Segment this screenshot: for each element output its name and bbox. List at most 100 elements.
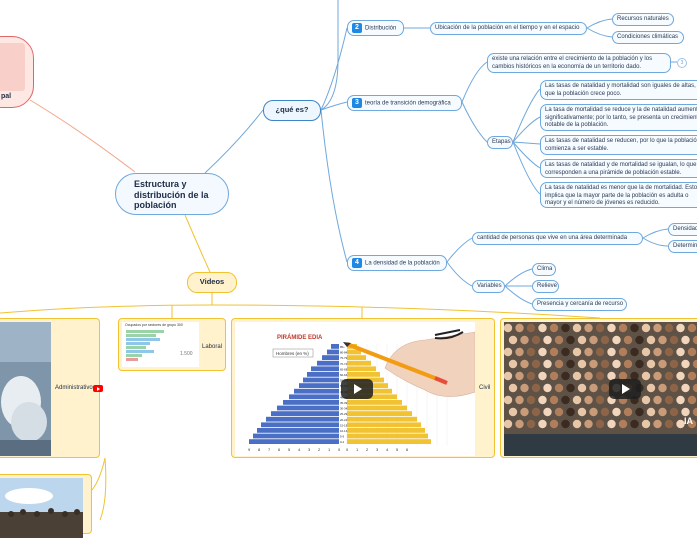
crowd-person xyxy=(561,419,570,429)
crowd-person xyxy=(658,335,667,345)
video-card-crowd[interactable]: IA xyxy=(500,318,697,458)
age-group-label: 30-34 xyxy=(340,407,348,411)
distribucion-child[interactable]: Ubicación de la población en el tiempo y… xyxy=(430,22,587,35)
videos-node[interactable]: Videos xyxy=(187,272,237,293)
video-thumbnail[interactable]: IA xyxy=(504,322,697,456)
etapa-5[interactable]: La tasa de natalidad es menor que la de … xyxy=(540,182,697,208)
thumbnail-title: Ocupados por sectores de grupo 300 xyxy=(125,323,183,327)
crowd-person xyxy=(653,347,662,357)
etapa-2[interactable]: La tasa de mortalidad se reduce y la de … xyxy=(540,104,697,131)
men-bar xyxy=(257,428,339,433)
crowd-person xyxy=(577,359,587,369)
men-bar xyxy=(271,411,339,416)
men-bar xyxy=(317,360,339,366)
women-bar xyxy=(347,422,421,428)
crowd-person xyxy=(577,407,587,417)
video-thumbnail[interactable]: Ocupados por sectores de grupo 300 1.500 xyxy=(122,322,199,367)
crowd-person xyxy=(612,407,621,417)
densidad-child-1[interactable]: Densidad xyxy=(668,223,697,236)
etapas-node[interactable]: Etapas xyxy=(487,136,513,149)
crowd-person xyxy=(566,383,575,393)
crowd-person xyxy=(687,347,697,357)
crowd-person xyxy=(515,323,524,333)
crowd-person xyxy=(526,419,536,429)
crowd-person xyxy=(653,395,662,405)
youtube-icon[interactable] xyxy=(93,385,103,392)
crowd-person xyxy=(561,323,570,333)
x-tick-label: 0 xyxy=(338,447,341,452)
video-card-bottom[interactable] xyxy=(0,474,92,538)
pyramid-title: PIRÁMIDE EDIA xyxy=(277,334,323,341)
men-bar xyxy=(311,366,339,372)
crowd-person xyxy=(566,335,575,345)
variable-recursos[interactable]: Presencia y cercanía de recurso xyxy=(532,298,627,311)
crowd-person xyxy=(623,359,633,369)
play-icon[interactable] xyxy=(609,379,641,399)
etapa-4[interactable]: Las tasas de natalidad y de mortalidad s… xyxy=(540,159,697,178)
x-tick-label: 3 xyxy=(376,447,379,452)
crowd-person xyxy=(595,323,605,333)
crowd-person xyxy=(504,419,513,429)
question-node[interactable]: ¿qué es? xyxy=(263,100,321,121)
hand-drawing-image xyxy=(343,329,475,397)
crowd-person xyxy=(692,335,697,345)
crowd-person xyxy=(572,419,582,429)
thumbnail-value: 1.500 xyxy=(180,351,193,357)
densidad-child-2[interactable]: Determin xyxy=(668,240,697,253)
crowd-person xyxy=(543,407,552,417)
women-bar xyxy=(347,411,412,416)
video-thumbnail[interactable] xyxy=(0,322,51,456)
age-group-label: 20-24 xyxy=(340,418,348,422)
video-card-laboral[interactable]: Ocupados por sectores de grupo 300 1.500… xyxy=(118,318,226,371)
crowd-person xyxy=(566,359,575,369)
crowd-person xyxy=(641,347,651,357)
central-topic[interactable]: Estructura y distribución de la població… xyxy=(115,173,229,215)
age-group-label: 0-4 xyxy=(340,440,344,444)
crowd-person xyxy=(584,371,593,381)
etapa-1[interactable]: Las tasas de natalidad y mortalidad son … xyxy=(540,80,697,100)
factor-condiciones[interactable]: Condiciones climáticas xyxy=(612,31,684,44)
x-tick-label: 7 xyxy=(268,447,271,452)
crowd-person xyxy=(549,323,559,333)
variable-clima[interactable]: Clima xyxy=(532,263,556,276)
crowd-person xyxy=(531,407,541,417)
crowd-person xyxy=(526,395,536,405)
crowd-person xyxy=(584,395,593,405)
crowd-person xyxy=(600,383,610,393)
densidad-definition[interactable]: cantidad de personas que vive en una áre… xyxy=(472,232,643,245)
etapa-3[interactable]: Las tasas de natalidad se reducen, por l… xyxy=(540,135,697,155)
crowd-person xyxy=(526,323,536,333)
video-thumbnail[interactable] xyxy=(0,478,83,538)
women-bar xyxy=(347,428,425,433)
crowd-person xyxy=(595,395,605,405)
age-group-label: 10-14 xyxy=(340,429,348,433)
crowd-person xyxy=(618,419,628,429)
bar-chart-image xyxy=(126,330,164,361)
expand-collapsed-count[interactable]: 3 xyxy=(677,58,687,68)
play-icon[interactable] xyxy=(341,379,373,399)
men-bar xyxy=(299,383,339,388)
men-bar xyxy=(307,372,339,377)
crowd-person xyxy=(572,395,582,405)
video-card-administrativo[interactable]: Administrativo xyxy=(0,318,103,458)
crowd-person xyxy=(515,347,524,357)
crowd-person xyxy=(664,323,674,333)
variable-relieve[interactable]: Relieve xyxy=(532,280,559,293)
men-bar xyxy=(277,405,339,411)
crowd-person xyxy=(531,335,541,345)
crowd-person xyxy=(676,419,685,429)
crowd-person xyxy=(669,407,679,417)
crowd-person xyxy=(630,419,639,429)
women-bar xyxy=(347,416,417,422)
transicion-definition[interactable]: existe una relación entre el crecimiento… xyxy=(487,53,671,73)
variables-node[interactable]: Variables xyxy=(472,280,505,293)
crowd-person xyxy=(504,347,513,357)
crowd-caption: IA xyxy=(684,416,694,426)
factor-recursos[interactable]: Recursos naturales xyxy=(612,13,674,26)
main-topic-node[interactable]: pal xyxy=(0,36,34,108)
